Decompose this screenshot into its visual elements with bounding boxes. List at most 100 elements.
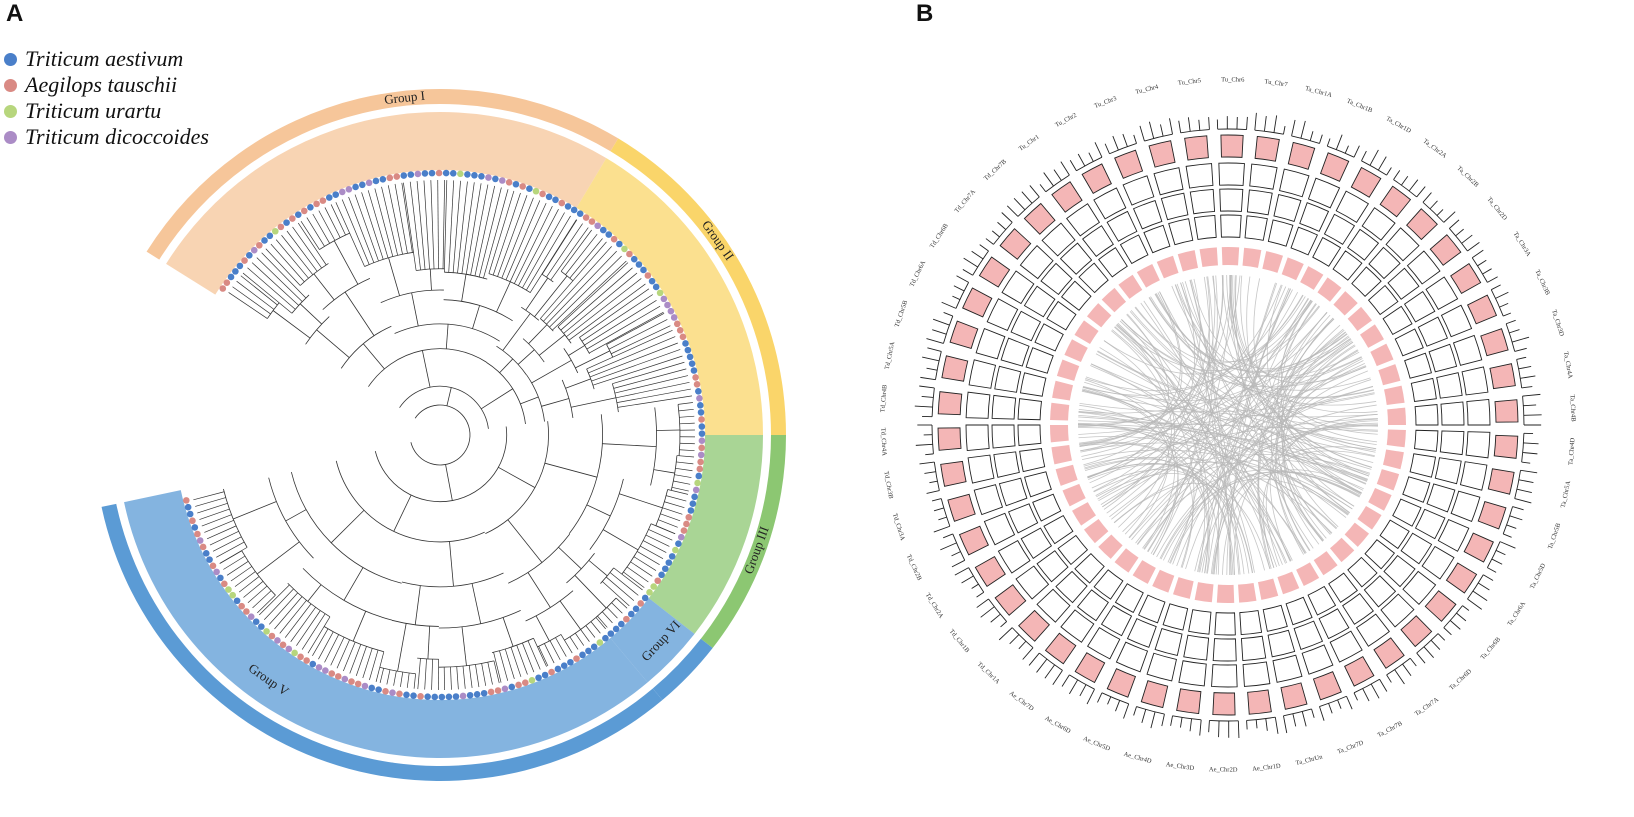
outer-heat-block	[1114, 149, 1144, 179]
histogram-track	[1332, 250, 1363, 281]
histogram-bar	[1254, 112, 1257, 131]
histogram-bar	[1141, 709, 1147, 723]
tree-leaf-branch	[602, 611, 613, 624]
histogram-bar	[1086, 689, 1095, 705]
histogram-track	[1076, 589, 1109, 622]
tip-marker	[243, 608, 250, 615]
tree-branch-radial	[575, 350, 610, 369]
outer-heat-block	[1176, 688, 1202, 715]
chromosome-segment	[1056, 359, 1080, 381]
tip-marker	[227, 273, 235, 281]
tip-marker	[375, 686, 382, 694]
histogram-bar	[1133, 706, 1137, 716]
histogram-bar	[1077, 153, 1086, 167]
histogram-bar	[1344, 145, 1349, 154]
histogram-track	[1146, 652, 1177, 682]
histogram-bar	[952, 295, 961, 301]
histogram-track	[1078, 262, 1109, 294]
tree-branch-radial	[544, 462, 598, 478]
synteny-link	[1257, 303, 1317, 568]
tree-branch-radial	[449, 541, 454, 587]
tree-leaf-branch	[401, 182, 413, 253]
tree-leaf-branch	[609, 572, 639, 596]
tree-leaf-branch	[540, 241, 607, 319]
tree-leaf-branch	[504, 648, 515, 680]
histogram-bar	[1069, 679, 1079, 695]
chromosome-label: Td_Chr1A	[976, 661, 1001, 686]
tree-leaf-branch	[199, 508, 230, 520]
tree-leaf-branch	[617, 395, 693, 408]
tree-leaf-branch	[423, 180, 430, 270]
synteny-link	[1098, 454, 1371, 502]
tip-marker	[618, 620, 625, 628]
tree-leaf-branch	[588, 336, 676, 374]
tree-leaf-branch	[566, 278, 642, 338]
synteny-link	[1213, 288, 1292, 575]
histogram-track	[1465, 431, 1491, 459]
histogram-bar	[1028, 652, 1040, 666]
histogram-track	[1025, 347, 1054, 374]
histogram-bar	[1292, 713, 1297, 727]
tip-marker	[221, 580, 228, 588]
chromosome-label: Td_Chr2B	[905, 553, 923, 582]
tip-marker	[599, 226, 607, 234]
synteny-link	[1081, 390, 1378, 418]
tip-marker	[675, 540, 682, 547]
tree-leaf-branch	[335, 202, 365, 267]
outer-heat-block	[1480, 328, 1509, 357]
histogram-bar	[1009, 634, 1020, 645]
tip-marker	[492, 175, 499, 183]
histogram-bar	[1361, 150, 1367, 161]
tree-leaf-branch	[505, 200, 541, 280]
outer-heat-block	[1450, 263, 1482, 295]
tip-marker	[232, 268, 239, 275]
histogram-bar	[1263, 115, 1267, 132]
chromosome-label: Tu_Chr1	[1018, 134, 1041, 153]
histogram-bar	[1044, 664, 1055, 679]
tree-leaf-branch	[243, 581, 264, 598]
tree-leaf-branch	[297, 222, 327, 266]
tree-branch-radial	[568, 345, 585, 356]
histogram-baseline	[1011, 627, 1034, 649]
tip-marker	[194, 530, 201, 538]
tree-branch-radial	[535, 615, 550, 642]
tip-marker	[291, 649, 298, 657]
histogram-bar	[1499, 302, 1509, 308]
tree-branch-arc	[526, 374, 545, 422]
outer-heat-block	[949, 320, 979, 349]
tree-leaf-branch	[492, 192, 521, 276]
tree-leaf-branch	[527, 640, 541, 670]
tip-marker	[261, 237, 268, 244]
histogram-track	[1100, 605, 1133, 637]
histogram-track	[965, 391, 991, 419]
tree-branch-arc	[302, 568, 393, 621]
histogram-baseline	[1254, 129, 1284, 135]
histogram-track	[1019, 448, 1046, 473]
histogram-baseline	[933, 462, 940, 491]
tree-leaf-branch	[393, 670, 397, 686]
histogram-track	[1361, 207, 1396, 241]
tree-leaf-branch	[300, 221, 320, 250]
tree-leaf-branch	[379, 668, 384, 683]
synteny-link	[1082, 388, 1292, 562]
tip-marker	[567, 658, 574, 666]
histogram-track	[1153, 167, 1184, 196]
tip-marker	[685, 513, 693, 521]
histogram-bar	[963, 257, 978, 268]
histogram-track	[1115, 641, 1149, 673]
histogram-bar	[1512, 336, 1530, 343]
histogram-bar	[1516, 356, 1527, 360]
outer-heat-block	[994, 584, 1027, 616]
synteny-link	[1129, 311, 1368, 481]
tip-marker	[695, 472, 703, 480]
histogram-track	[1439, 430, 1465, 456]
tip-marker	[459, 692, 467, 700]
tree-leaf-branch	[259, 584, 290, 616]
tip-marker	[696, 465, 704, 473]
tip-marker	[635, 261, 643, 268]
histogram-track	[1019, 245, 1054, 280]
tip-marker	[414, 170, 422, 178]
chromosome-segment	[1238, 582, 1257, 603]
tree-leaf-branch	[292, 226, 322, 269]
